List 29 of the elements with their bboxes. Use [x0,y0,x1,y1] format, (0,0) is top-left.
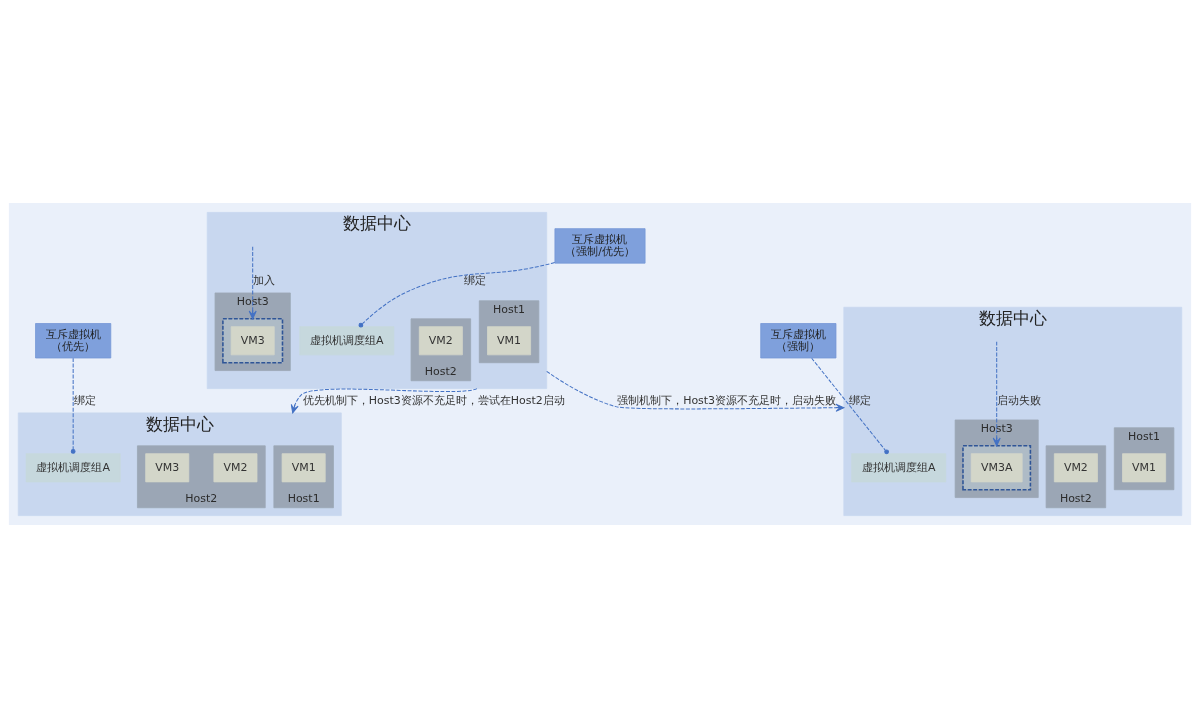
node-box: VM1 [1122,453,1167,483]
connector [811,357,889,455]
edge-label: 绑定 [463,273,486,287]
arrow [546,370,845,412]
node-box: VM3 [230,326,275,356]
cluster [962,445,1032,491]
node-box: VM1 [487,326,531,356]
edge-label: 强制机制下，Host3资源不充足时，启动失败 [617,393,837,407]
node-box: VM2 [418,326,463,356]
edge-label: 优先机制下，Host3资源不充足时，尝试在Host2启动 [302,393,565,407]
connector [358,261,556,328]
arrow [290,388,478,414]
edge-label: 绑定 [848,393,871,407]
node-box: 虚拟机调度组A [851,453,947,483]
cluster [222,318,284,364]
connector [70,357,76,454]
node-box: VM1 [281,453,326,483]
edge-label: 绑定 [73,393,96,407]
node-box: 虚拟机调度组A [299,326,395,356]
node-box: VM3 [145,453,190,483]
node-box: VM2 [1053,453,1098,483]
node-box: 虚拟机调度组A [25,453,121,483]
node-box: VM3A [970,453,1023,483]
node-box: 互斥虚拟机 （强制/优先） [554,228,646,264]
edge-label: 启动失败 [997,393,1042,407]
node-box: 互斥虚拟机 （强制） [760,323,837,359]
edge-label: 加入 [253,273,276,287]
node-box: VM2 [213,453,258,483]
node-box: 互斥虚拟机 （优先） [35,323,112,359]
